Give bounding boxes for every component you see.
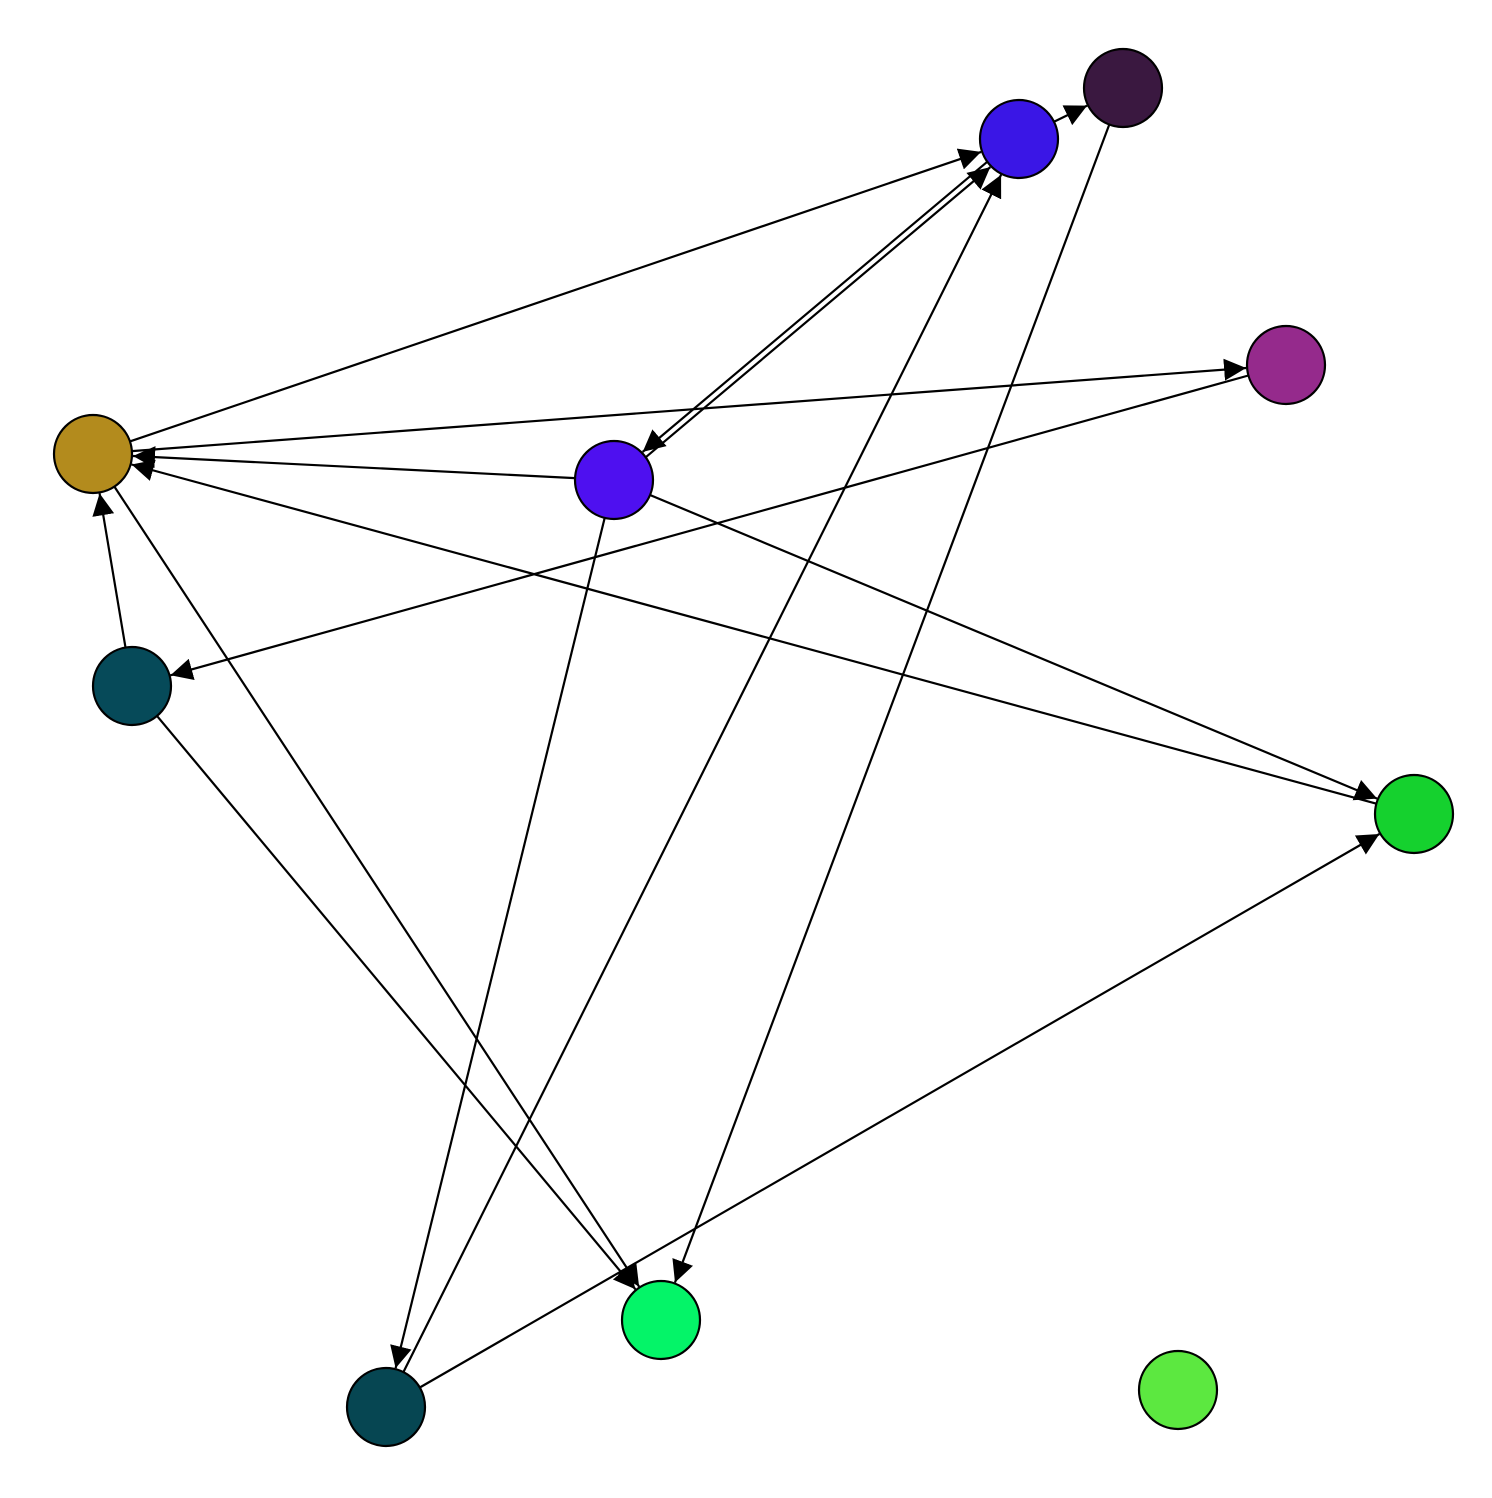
graph-node-n0 <box>1082 47 1164 129</box>
graph-node-n5 <box>91 645 173 727</box>
edge-n4-to-n3 <box>132 446 576 480</box>
graph-node-n8 <box>345 1366 427 1448</box>
graph-node-n3 <box>52 413 134 495</box>
graph-node-n1 <box>978 98 1060 180</box>
edge-n1-to-n0 <box>1053 104 1088 126</box>
edge-n4-to-n6 <box>649 493 1378 801</box>
edge-n3-to-n2 <box>131 358 1247 453</box>
nodes-layer <box>52 47 1455 1448</box>
edge-n1-to-n4 <box>641 160 988 453</box>
edge-n2-to-n5 <box>170 374 1249 681</box>
graph-node-n7 <box>620 1279 702 1361</box>
edge-n3-to-n1 <box>129 148 982 443</box>
graph-node-n2 <box>1245 324 1327 406</box>
edge-n0-to-n7 <box>672 124 1111 1283</box>
graph-node-n4 <box>573 439 655 521</box>
edge-n5-to-n3 <box>92 493 127 648</box>
edge-n5-to-n7 <box>156 715 637 1291</box>
edge-n6-to-n3 <box>131 459 1377 805</box>
graph-node-n6 <box>1373 773 1455 855</box>
edge-n4-to-n8 <box>390 517 606 1369</box>
edge-n3-to-n7 <box>113 485 641 1288</box>
edge-n8-to-n1 <box>402 174 1003 1373</box>
graph-node-n9 <box>1137 1349 1219 1431</box>
edge-n8-to-n6 <box>419 833 1380 1389</box>
edge-n4-to-n1 <box>645 166 992 459</box>
edges-layer <box>92 104 1380 1389</box>
